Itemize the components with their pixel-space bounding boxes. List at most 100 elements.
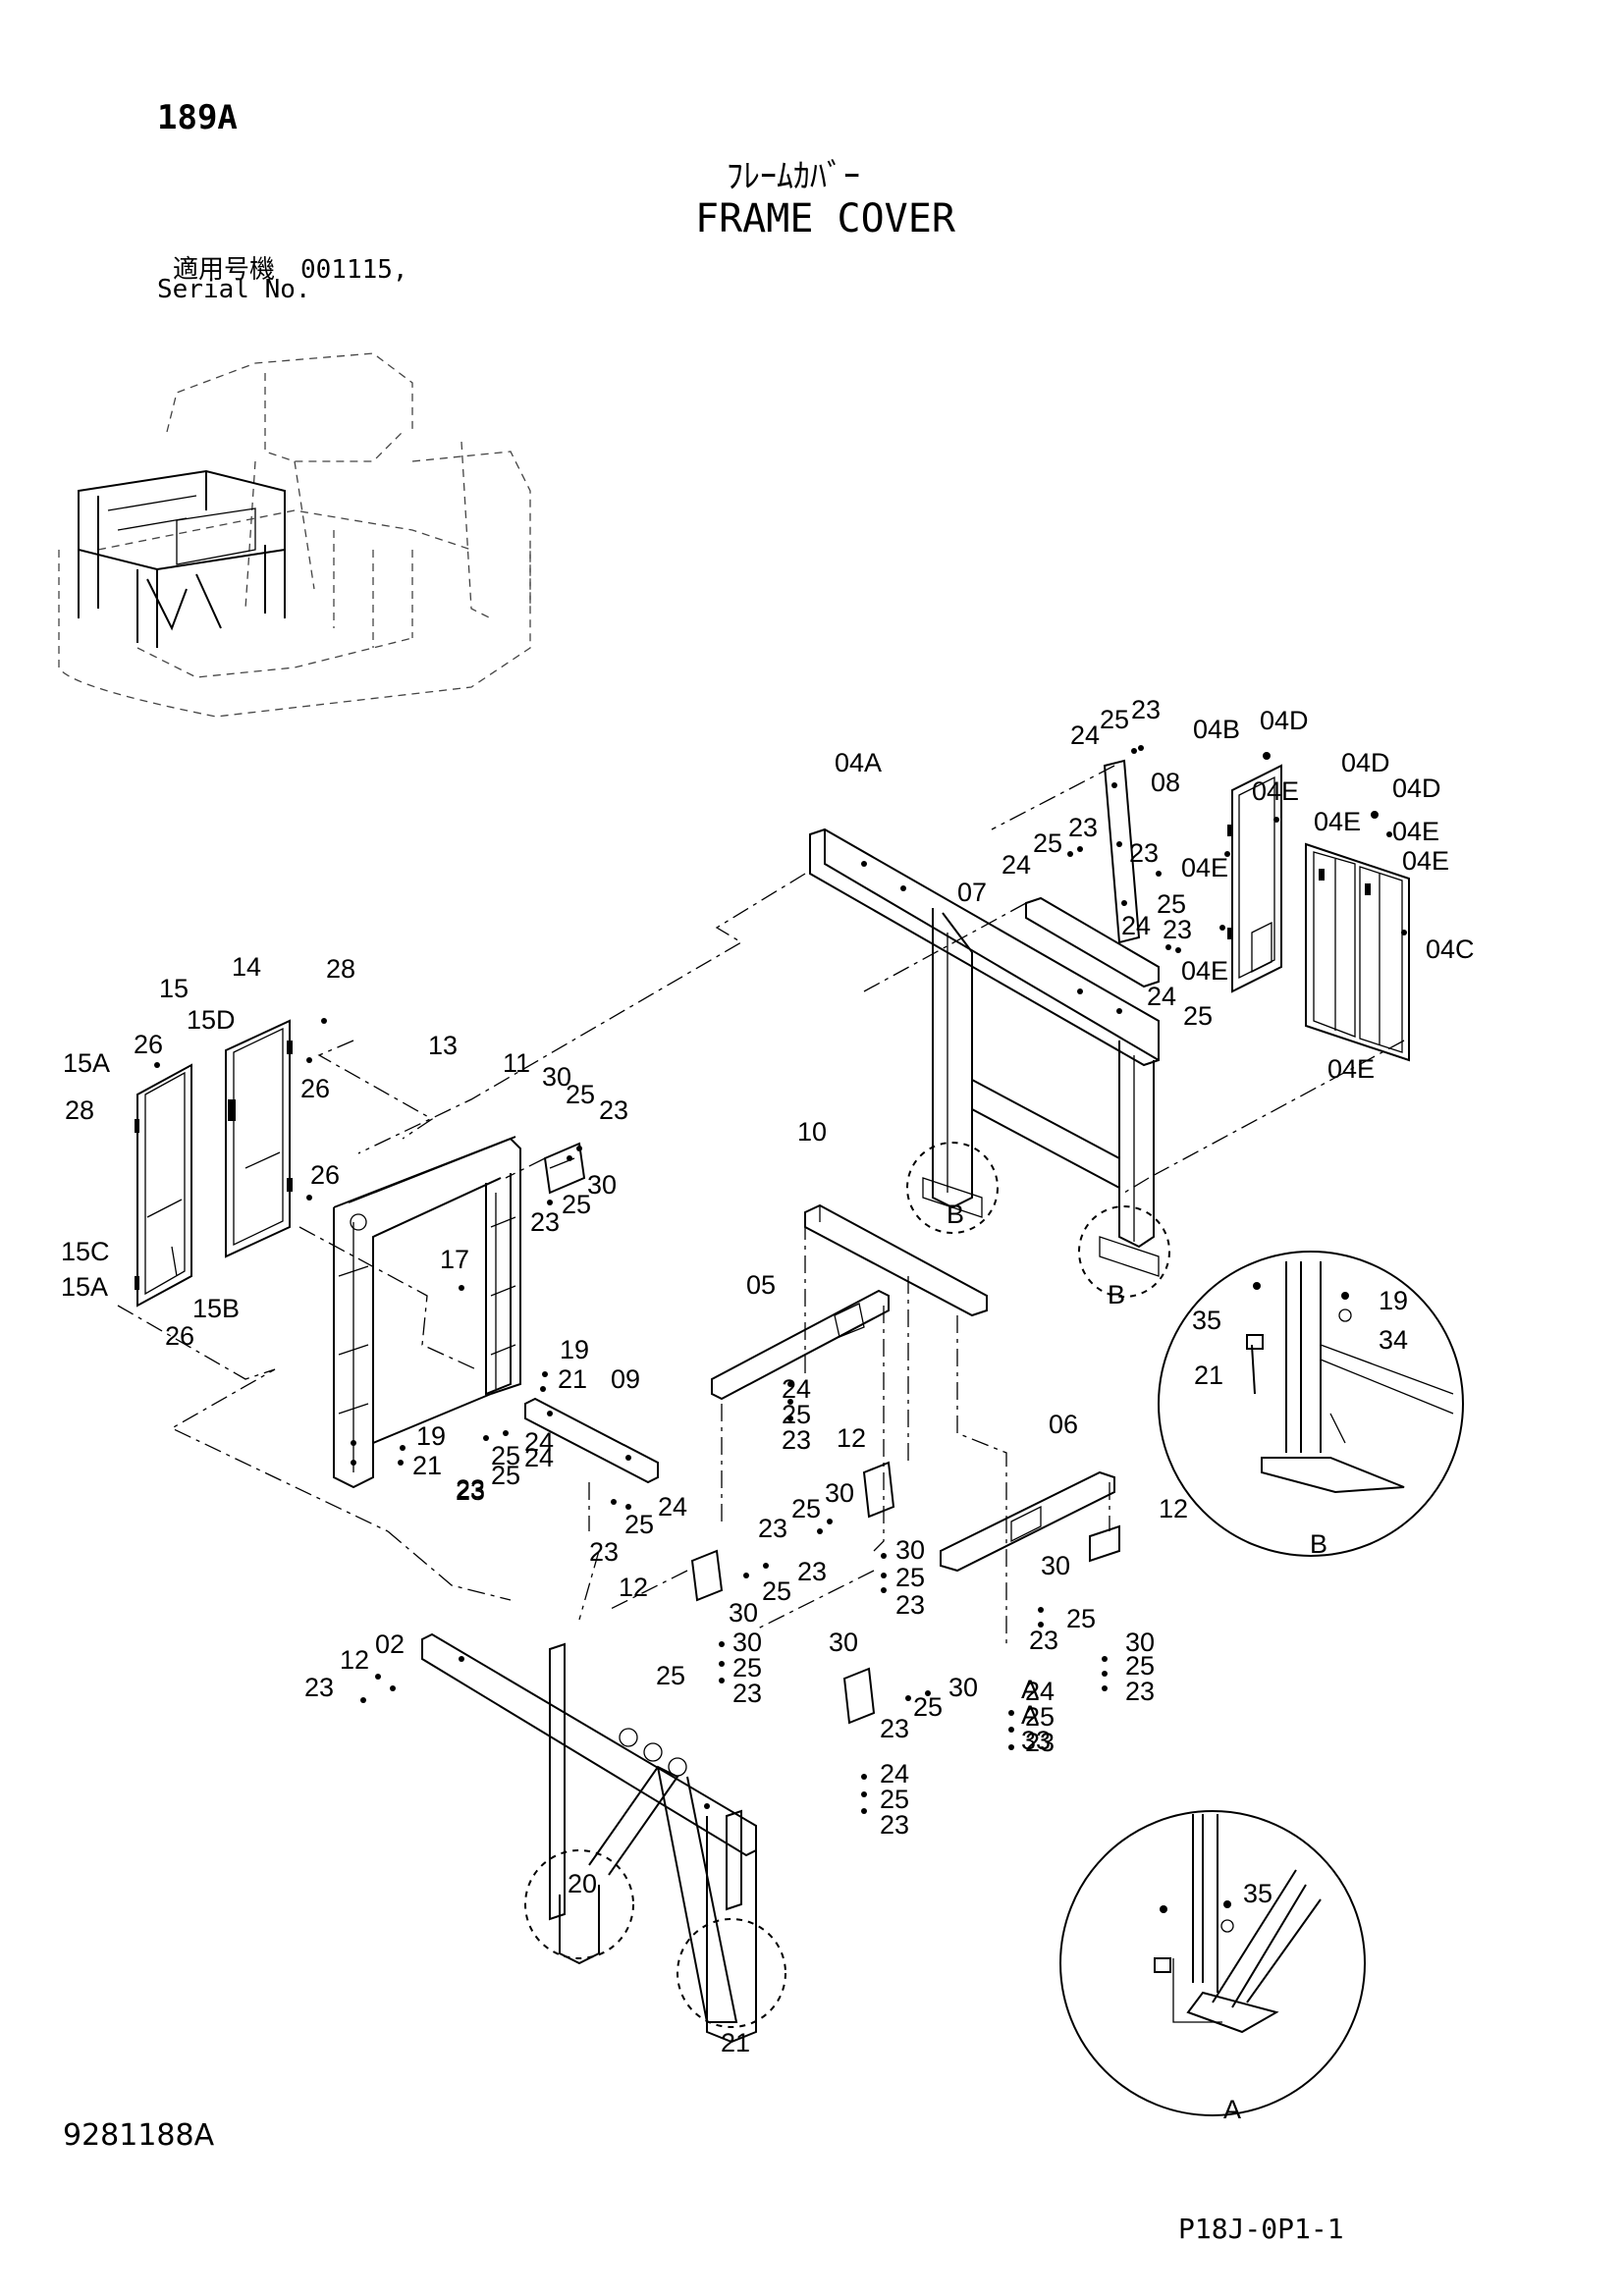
strip-08 (1103, 759, 1141, 944)
callout-label: 19 (560, 1335, 589, 1364)
callout-label: 23 (530, 1207, 560, 1237)
callout-label: 26 (165, 1321, 194, 1351)
frame-04A (809, 828, 1160, 1277)
callout-label: 23 (797, 1557, 827, 1586)
callout-label: 12 (1159, 1494, 1188, 1523)
callout-label: 30 (825, 1478, 854, 1508)
callout-label: 26 (300, 1074, 330, 1103)
callout-label: 23 (589, 1537, 619, 1567)
bracket-07 (1025, 896, 1160, 988)
callout-label: 04E (1392, 817, 1439, 846)
callout-label: 24 (1025, 1677, 1055, 1706)
callout-labels: 24 25 23 08 04B 04D 04E 04D 04D 04E 04E … (61, 695, 1475, 2124)
callout-label: 25 (1033, 828, 1062, 858)
callout-label: 19 (1379, 1286, 1408, 1315)
bracket-12 (690, 1461, 1120, 1725)
callout-label: 30 (542, 1062, 571, 1092)
callout-label: 04C (1426, 934, 1475, 964)
callout-label: 02 (375, 1629, 405, 1659)
callout-label: 30 (829, 1628, 858, 1657)
callout-label: 23 (1025, 1728, 1055, 1757)
callout-label: 23 (1029, 1626, 1058, 1655)
applicable-serial-label-jp: 適用号機 001115, (173, 255, 408, 285)
callout-label: 21 (721, 2028, 750, 2057)
callout-label: 35 (1243, 1879, 1272, 1908)
callout-label: 24 (1070, 721, 1100, 750)
callout-label: B (1108, 1280, 1125, 1309)
callout-label: 24 (524, 1443, 554, 1472)
callout-label: 30 (1125, 1628, 1155, 1657)
callout-label: 23 (782, 1425, 811, 1455)
callout-label: 23 (456, 1476, 485, 1506)
beam-09 (524, 1397, 659, 1484)
callout-label: 15A (63, 1048, 110, 1078)
detail-view-B (1158, 1251, 1464, 1557)
callout-label: 25 (566, 1080, 595, 1109)
callout-label: 12 (340, 1645, 369, 1675)
callout-label: 15C (61, 1237, 110, 1266)
callout-label: 24 (1001, 850, 1031, 880)
fastener-markers (154, 745, 1407, 1814)
frame-13 (333, 1136, 521, 1489)
frame-02 (421, 1632, 757, 2044)
callout-label: 23 (599, 1095, 628, 1125)
callout-label: 14 (232, 952, 261, 982)
serial-number-label: Serial No. (157, 275, 311, 304)
callout-label: 04E (1181, 853, 1228, 882)
detail-B-label: B (1310, 1529, 1327, 1559)
callout-label: 25 (1100, 705, 1129, 734)
detail-circle-markers (524, 1142, 1170, 2028)
callout-label: 23 (1129, 838, 1159, 868)
callout-label: A (1021, 1675, 1039, 1704)
callout-label: 23 (880, 1810, 909, 1840)
callout-label: 23 (895, 1590, 925, 1620)
callout-label: 25 (1157, 889, 1186, 919)
callout-label: 23 (1068, 813, 1098, 842)
callout-label: 06 (1049, 1410, 1078, 1439)
callout-label: 15B (192, 1294, 240, 1323)
callout-label: 13 (428, 1031, 458, 1060)
beam-06 (940, 1470, 1115, 1573)
callout-label: 28 (65, 1095, 94, 1125)
callout-label: 15 (159, 974, 189, 1003)
callout-label: 30 (587, 1170, 617, 1200)
callout-label: 04E (1314, 807, 1361, 836)
callout-label: 15D (187, 1005, 236, 1035)
callout-label: A (1021, 1700, 1039, 1730)
callout-label: 25 (1066, 1604, 1096, 1633)
callout-label: 33 (1021, 1726, 1051, 1755)
callout-label: 23 (1125, 1677, 1155, 1706)
callout-label: 26 (134, 1030, 163, 1059)
callout-label: 23 (304, 1673, 334, 1702)
title-english: FRAME COVER (695, 196, 955, 241)
callout-label: 24 (782, 1374, 811, 1404)
callout-label: 28 (326, 954, 355, 984)
callout-label: 04E (1402, 846, 1449, 876)
callout-label: 24 (1121, 911, 1151, 940)
callout-label: 11 (503, 1048, 530, 1078)
callout-label: 26 (310, 1160, 340, 1190)
callout-label: 04B (1193, 715, 1240, 744)
callout-label: 07 (957, 878, 987, 907)
panel-04B (1227, 764, 1282, 993)
callout-label: 25 (913, 1692, 943, 1722)
detail-A-label: A (1223, 2095, 1241, 2124)
callout-label: 15A (61, 1272, 108, 1302)
callout-label: 25 (791, 1494, 821, 1523)
callout-label: 04E (1252, 776, 1299, 806)
callout-label: 25 (1183, 1001, 1213, 1031)
callout-label: 23 (456, 1474, 485, 1504)
callout-label: 09 (611, 1364, 640, 1394)
callout-label: 20 (568, 1869, 597, 1898)
callout-label: 24 (880, 1759, 909, 1789)
callout-label: 25 (624, 1510, 654, 1539)
callout-label: 10 (797, 1117, 827, 1147)
callout-label: 25 (1125, 1651, 1155, 1681)
door-panel-14 (225, 1019, 293, 1258)
title-japanese: ﾌﾚｰﾑｶﾊﾞｰ (727, 157, 860, 196)
beam-05 (711, 1289, 890, 1401)
callout-label: 12 (837, 1423, 866, 1453)
callout-label: 25 (562, 1190, 591, 1219)
callout-label: 34 (1379, 1325, 1408, 1355)
